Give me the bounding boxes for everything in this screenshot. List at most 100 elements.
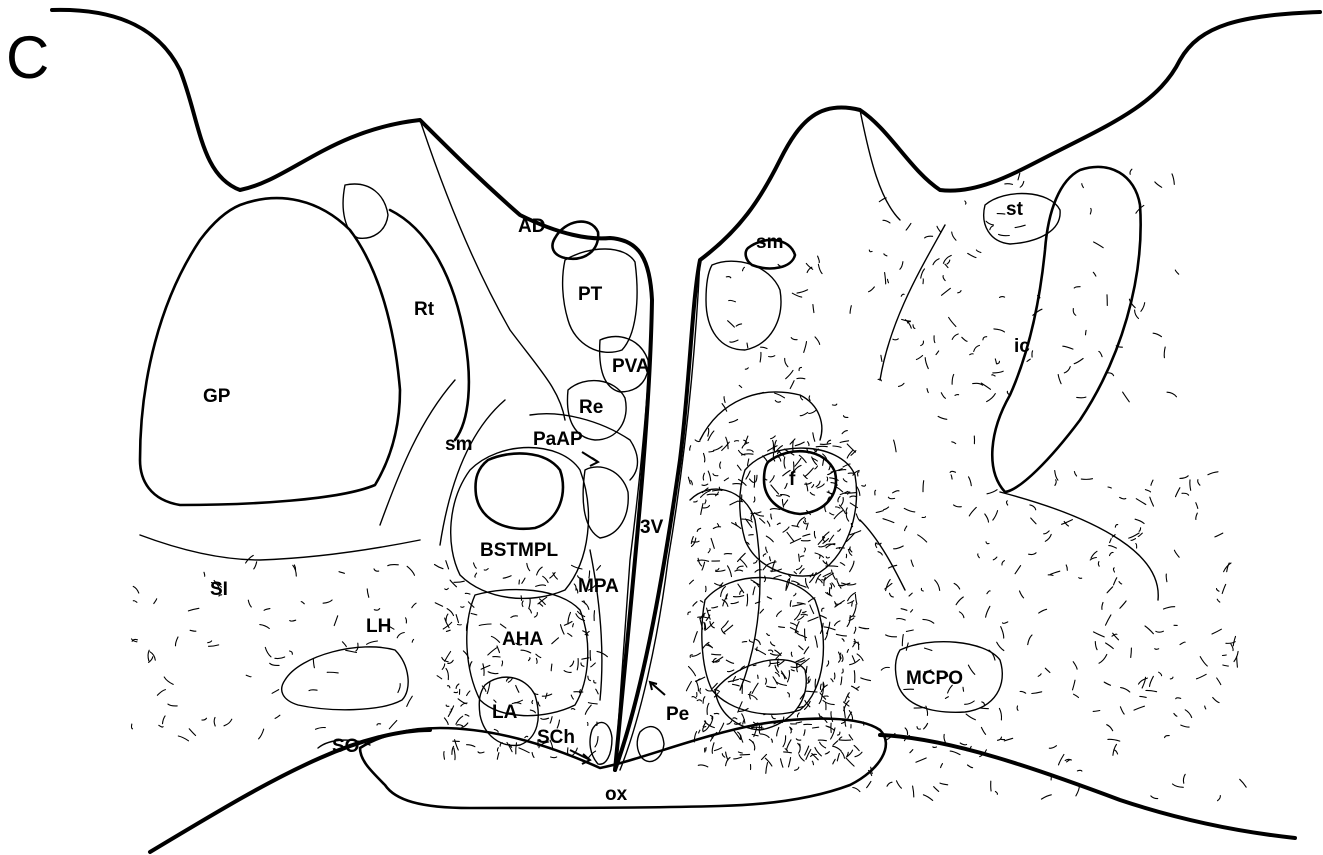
- fiber-stroke: [445, 588, 449, 589]
- fiber-stroke: [690, 446, 691, 451]
- fiber-stroke: [941, 393, 945, 399]
- fiber-stroke: [829, 465, 831, 470]
- fiber-stroke: [168, 704, 177, 706]
- fiber-stroke: [820, 444, 830, 445]
- fiber-stroke: [437, 676, 442, 679]
- fiber-stroke: [159, 725, 163, 727]
- fiber-stroke: [444, 718, 448, 725]
- fiber-stroke: [1038, 674, 1041, 677]
- fiber-stroke: [1031, 518, 1036, 524]
- fiber-stroke: [797, 378, 805, 379]
- fiber-stroke: [1172, 174, 1174, 185]
- fiber-stroke: [1164, 347, 1165, 358]
- fiber-stroke: [1073, 680, 1076, 690]
- fiber-stroke: [1151, 796, 1158, 799]
- fiber-stroke: [755, 649, 765, 655]
- fiber-stroke: [731, 602, 738, 604]
- fiber-stroke: [760, 518, 765, 523]
- fiber-stroke: [769, 356, 775, 357]
- fiber-stroke: [1216, 589, 1219, 592]
- fiber-stroke: [521, 650, 531, 653]
- label-si: SI: [210, 579, 228, 600]
- label-re: Re: [579, 397, 603, 418]
- fiber-stroke: [846, 758, 854, 766]
- fiber-stroke: [748, 459, 749, 466]
- fiber-stroke: [708, 429, 709, 437]
- fiber-stroke: [980, 708, 989, 709]
- fiber-stroke: [823, 532, 829, 538]
- fiber-stroke: [1135, 310, 1139, 319]
- fiber-stroke: [986, 221, 993, 225]
- fiber-stroke: [1190, 480, 1191, 490]
- fiber-stroke: [926, 706, 928, 715]
- fiber-stroke: [914, 707, 925, 708]
- fiber-stroke: [982, 702, 985, 706]
- fiber-stroke: [202, 718, 207, 720]
- fiber-stroke: [342, 642, 346, 647]
- fiber-stroke: [734, 596, 744, 597]
- fiber-stroke: [841, 677, 842, 685]
- fiber-stroke: [1165, 736, 1170, 738]
- fiber-stroke: [791, 623, 797, 626]
- fiber-stroke: [770, 509, 780, 510]
- fiber-stroke: [842, 720, 851, 721]
- fiber-stroke: [208, 641, 212, 643]
- fiber-stroke: [740, 591, 742, 595]
- fiber-stroke: [784, 752, 792, 753]
- fiber-stroke: [707, 703, 709, 714]
- fiber-stroke: [823, 458, 824, 466]
- fiber-stroke: [833, 741, 838, 745]
- fiber-stroke: [133, 601, 137, 603]
- fiber-stroke: [810, 605, 814, 614]
- fiber-stroke: [1150, 676, 1154, 686]
- fiber-stroke: [700, 689, 701, 694]
- fiber-stroke: [397, 633, 404, 638]
- fiber-stroke: [522, 578, 525, 583]
- fiber-stroke: [777, 495, 782, 496]
- fiber-stroke: [843, 479, 847, 482]
- fiber-stroke: [522, 601, 523, 607]
- fiber-stroke: [708, 471, 711, 481]
- fiber-stroke: [791, 666, 800, 667]
- fiber-stroke: [739, 385, 742, 387]
- fiber-stroke: [805, 629, 806, 641]
- fiber-stroke: [446, 668, 448, 679]
- fiber-stroke: [1120, 497, 1126, 499]
- fiber-stroke: [963, 687, 964, 691]
- fiber-stroke: [270, 663, 279, 665]
- fiber-stroke: [810, 492, 814, 495]
- fiber-stroke: [775, 393, 785, 398]
- fiber-stroke: [497, 753, 499, 760]
- fiber-stroke: [925, 236, 933, 238]
- fiber-stroke: [722, 754, 725, 758]
- fiber-stroke: [1093, 711, 1100, 712]
- fiber-stroke: [188, 608, 199, 611]
- fiber-stroke: [921, 341, 924, 346]
- fiber-stroke: [710, 716, 712, 725]
- fiber-stroke: [443, 622, 452, 629]
- fiber-stroke: [1183, 774, 1185, 783]
- fiber-stroke: [1136, 499, 1146, 505]
- fiber-stroke: [150, 652, 155, 660]
- fiber-stroke: [1000, 297, 1005, 298]
- fiber-stroke: [730, 340, 738, 342]
- fiber-stroke: [968, 665, 974, 674]
- fiber-stroke: [1114, 750, 1118, 754]
- label-sch: SCh: [537, 727, 575, 748]
- fiber-stroke: [943, 255, 951, 263]
- fiber-stroke: [529, 599, 530, 609]
- fiber-stroke: [1028, 635, 1032, 645]
- fiber-stroke: [1145, 626, 1153, 634]
- fiber-stroke: [809, 410, 817, 414]
- fiber-stroke: [339, 572, 344, 574]
- fiber-stroke: [1077, 770, 1082, 771]
- fiber-stroke: [487, 683, 490, 694]
- fiber-stroke: [500, 743, 502, 746]
- fiber-stroke: [733, 718, 737, 719]
- fiber-stroke: [1055, 480, 1056, 486]
- fiber-stroke: [747, 594, 748, 606]
- label-ad: AD: [518, 216, 545, 237]
- fiber-stroke: [1175, 270, 1178, 274]
- fiber-stroke: [290, 651, 293, 654]
- fiber-stroke: [876, 511, 883, 513]
